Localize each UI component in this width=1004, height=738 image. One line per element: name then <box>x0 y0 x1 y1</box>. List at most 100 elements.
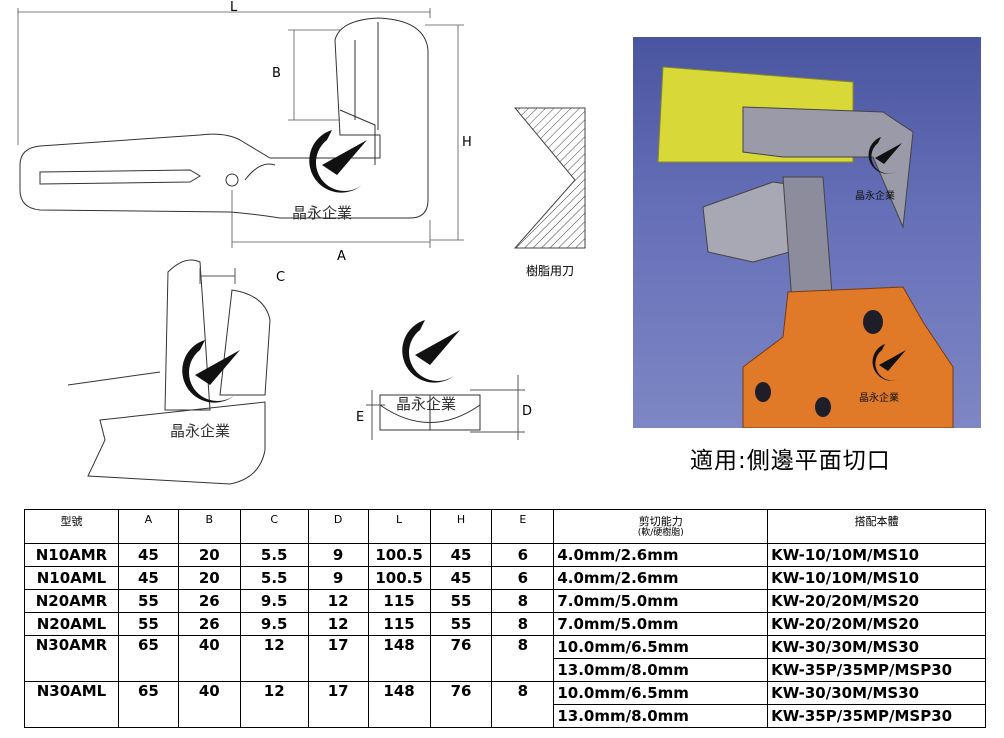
cell-A: 65 <box>117 635 179 682</box>
application-caption: 適用:側邊平面切口 <box>690 448 891 474</box>
cell-A: 55 <box>117 612 179 636</box>
col-header-D: D <box>307 509 369 544</box>
cell-B: 20 <box>177 566 241 590</box>
cell-B: 20 <box>177 543 241 567</box>
col-header-E: E <box>491 509 555 544</box>
render-watermark: 晶永企業 <box>859 393 899 404</box>
col-header-L: L <box>367 509 431 544</box>
dim-label-B: B <box>272 66 281 81</box>
table-header-row: 型號 A B C D L H E 剪切能力 (軟/硬樹脂) 搭配本體 <box>24 509 986 544</box>
cell-D: 12 <box>307 612 369 636</box>
dim-label-E: E <box>356 410 365 425</box>
cell-C: 9.5 <box>239 589 309 613</box>
dim-label-D: D <box>522 404 533 419</box>
cell-C: 12 <box>239 635 309 682</box>
cell-E: 6 <box>491 566 555 590</box>
cell-A: 55 <box>117 589 179 613</box>
cell-capacity: 7.0mm/5.0mm <box>553 589 769 613</box>
spec-table: 型號 A B C D L H E 剪切能力 (軟/硬樹脂) 搭配本體 N10AM… <box>24 509 986 728</box>
cell-model: N10AML <box>24 566 119 590</box>
cell-L: 100.5 <box>367 543 431 567</box>
cell-capacity: 4.0mm/2.6mm <box>553 566 769 590</box>
cell-E: 8 <box>491 635 555 682</box>
table-row: N10AMR 45 20 5.5 9 100.5 45 6 4.0mm/2.6m… <box>24 543 986 567</box>
cell-C: 5.5 <box>239 543 309 567</box>
render-illustration <box>657 66 954 428</box>
watermark-text: 晶永企業 <box>170 422 231 440</box>
product-3d-render: 晶永企業 晶永企業 <box>633 37 981 428</box>
cell-B: 26 <box>177 589 241 613</box>
cell-C: 5.5 <box>239 566 309 590</box>
col-header-B: B <box>177 509 241 544</box>
cell-capacity: 13.0mm/8.0mm <box>553 704 769 728</box>
watermark-text: 晶永企業 <box>396 395 457 413</box>
resin-blade-label: 樹脂用刀 <box>526 264 575 278</box>
table-row: N20AML 55 26 9.5 12 115 55 8 7.0mm/5.0mm… <box>24 612 986 636</box>
company-logo-icon <box>868 137 902 174</box>
cell-body: KW-20/20M/MS20 <box>767 589 986 613</box>
cell-A: 65 <box>117 681 179 728</box>
cell-B: 40 <box>177 681 241 728</box>
resin-blade-profile <box>513 107 586 249</box>
cell-capacity: 7.0mm/5.0mm <box>553 612 769 636</box>
cell-E: 8 <box>491 612 555 636</box>
company-logo-icon <box>872 344 906 381</box>
cell-body: KW-30/30M/MS30 <box>767 635 986 659</box>
watermark-text: 晶永企業 <box>292 204 353 222</box>
cell-capacity: 4.0mm/2.6mm <box>553 543 769 567</box>
render-watermark: 晶永企業 <box>855 191 895 202</box>
dim-label-H: H <box>462 135 472 150</box>
cell-body: KW-10/10M/MS10 <box>767 543 986 567</box>
cell-D: 12 <box>307 589 369 613</box>
dim-label-L: L <box>230 0 238 15</box>
cell-H: 55 <box>429 589 493 613</box>
dim-label-C: C <box>276 270 286 285</box>
cell-body: KW-35P/35MP/MSP30 <box>767 704 986 728</box>
col-header-capacity: 剪切能力 (軟/硬樹脂) <box>553 509 769 544</box>
side-view-drawing <box>67 259 271 485</box>
col-header-model: 型號 <box>24 509 119 544</box>
company-logo-icon <box>402 320 460 383</box>
cell-H: 45 <box>429 543 493 567</box>
cell-H: 55 <box>429 612 493 636</box>
table-row: N30AMR 65 40 12 17 148 76 8 10.0mm/6.5mm… <box>24 635 986 682</box>
cell-body: KW-35P/35MP/MSP30 <box>767 658 986 682</box>
dim-label-A: A <box>337 249 346 264</box>
cell-C: 9.5 <box>239 612 309 636</box>
cell-D: 17 <box>307 635 369 682</box>
cell-capacity: 10.0mm/6.5mm <box>553 681 769 705</box>
cell-L: 115 <box>367 612 431 636</box>
cell-D: 17 <box>307 681 369 728</box>
cell-D: 9 <box>307 566 369 590</box>
cell-E: 8 <box>491 589 555 613</box>
cell-H: 76 <box>429 681 493 728</box>
cell-L: 148 <box>367 681 431 728</box>
cross-section-drawing <box>366 375 525 440</box>
cell-D: 9 <box>307 543 369 567</box>
col-header-H: H <box>429 509 493 544</box>
cell-H: 76 <box>429 635 493 682</box>
main-blade-outline <box>19 17 429 219</box>
cell-A: 45 <box>117 566 179 590</box>
cell-model: N10AMR <box>24 543 119 567</box>
company-logo-icon <box>182 340 240 403</box>
col-header-body: 搭配本體 <box>767 509 986 544</box>
cell-E: 8 <box>491 681 555 728</box>
cell-L: 100.5 <box>367 566 431 590</box>
col-header-C: C <box>239 509 309 544</box>
cell-capacity: 10.0mm/6.5mm <box>553 635 769 659</box>
capacity-subtitle: (軟/硬樹脂) <box>637 528 684 538</box>
capacity-title: 剪切能力 <box>638 515 683 528</box>
cell-body: KW-30/30M/MS30 <box>767 681 986 705</box>
cell-body: KW-20/20M/MS20 <box>767 612 986 636</box>
table-row: 13.0mm/8.0mm KW-35P/35MP/MSP30 <box>25 704 986 728</box>
cell-model: N30AMR <box>24 635 119 682</box>
table-row: N20AMR 55 26 9.5 12 115 55 8 7.0mm/5.0mm… <box>24 589 986 613</box>
technical-drawings <box>17 8 586 485</box>
cell-model: N20AML <box>24 612 119 636</box>
cell-E: 6 <box>491 543 555 567</box>
table-row: 13.0mm/8.0mm KW-35P/35MP/MSP30 <box>25 658 986 682</box>
cell-A: 45 <box>117 543 179 567</box>
cell-model: N20AMR <box>24 589 119 613</box>
cell-L: 148 <box>367 635 431 682</box>
